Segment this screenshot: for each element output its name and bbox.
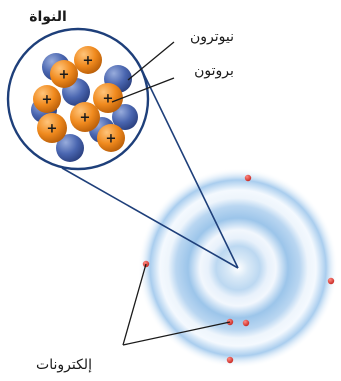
proton-label: بروتون — [194, 63, 234, 79]
electron — [242, 319, 250, 327]
electron — [327, 277, 335, 285]
neutron — [56, 134, 84, 162]
nucleus-cluster: + + + + + + + — [31, 46, 138, 162]
proton: + — [33, 85, 61, 113]
electron — [226, 356, 234, 364]
neutron-label: نيوترون — [190, 29, 234, 45]
proton: + — [70, 102, 100, 132]
nucleus-label: النواة — [29, 9, 67, 25]
electron-pointer-line-lower — [122, 321, 231, 346]
neutron-pointer-line — [127, 41, 175, 81]
proton: + — [97, 124, 125, 152]
proton-sign: + — [106, 132, 117, 147]
proton-sign: + — [42, 93, 53, 108]
electrons-label: إلكترونات — [36, 357, 92, 373]
proton-sign: + — [83, 54, 94, 69]
proton: + — [37, 113, 67, 143]
proton: + — [50, 60, 78, 88]
proton-sign: + — [59, 68, 70, 83]
neutron — [112, 104, 138, 130]
proton: + — [93, 83, 123, 113]
proton: + — [74, 46, 102, 74]
proton-sign: + — [47, 122, 58, 137]
electron — [244, 174, 252, 182]
electron-pointer-line-upper — [122, 263, 147, 346]
proton-sign: + — [80, 111, 91, 126]
magnifier-line-lower — [61, 167, 239, 269]
proton-sign: + — [103, 92, 114, 107]
magnifier-line-upper — [137, 61, 239, 269]
proton-pointer-line — [111, 77, 175, 103]
